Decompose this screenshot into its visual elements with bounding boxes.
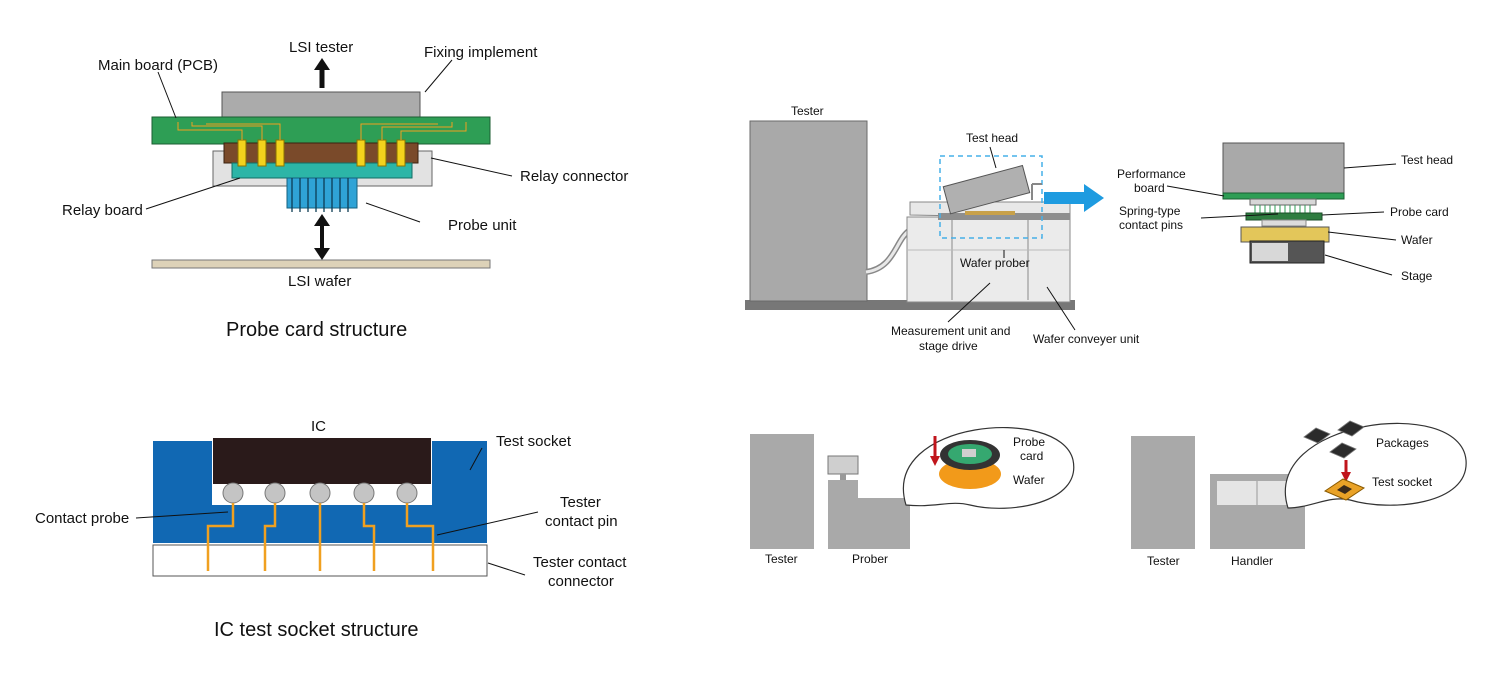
wafer-prober-label: Wafer prober (960, 256, 1030, 270)
spring-pins-label-2: contact pins (1119, 218, 1183, 232)
test-head-label: Test head (966, 131, 1018, 145)
tester-contact-connector-label-2: connector (548, 573, 614, 590)
prober-label: Prober (852, 552, 888, 566)
wafer-prober-body (906, 216, 1071, 303)
packages-label: Packages (1376, 436, 1429, 450)
prober-machine (828, 480, 910, 549)
relay-board-label: Relay board (62, 202, 143, 219)
probe-needles (291, 178, 349, 212)
tester-cabinet (749, 120, 868, 302)
detail-focus-box (939, 155, 1043, 239)
probe-card-structure: LSI tester Fixing implement Main board (… (62, 39, 628, 341)
stage-label: Stage (1401, 269, 1433, 283)
handler-label: Handler (1231, 554, 1273, 568)
performance-board-label-1: Performance (1117, 167, 1186, 181)
tester-contact-pin-label-2: contact pin (545, 513, 618, 530)
relay-connector-label: Relay connector (520, 168, 628, 185)
handler-tester (1131, 436, 1195, 549)
contact-probes (222, 482, 418, 504)
measurement-unit-label-1: Measurement unit and (891, 324, 1010, 338)
tester-label: Tester (791, 104, 824, 118)
test-socket-label: Test socket (496, 433, 572, 450)
ic-label: IC (311, 418, 326, 435)
tester-contact-pins (206, 503, 435, 571)
detail-wafer (1240, 226, 1330, 243)
contact-probe-label: Contact probe (35, 510, 129, 527)
tester-contact-pin-label-1: Tester (560, 494, 601, 511)
setup-tester-label: Tester (765, 552, 798, 566)
relay-pins (237, 139, 406, 167)
spring-pins-label-1: Spring-type (1119, 204, 1181, 218)
floor-base (745, 300, 1075, 310)
ic-chip (213, 438, 431, 484)
callout-probe-label-2: card (1020, 449, 1043, 463)
probe-card-caption: Probe card structure (226, 319, 407, 341)
callout-wafer-label: Wafer (1013, 473, 1045, 487)
test-head-detail: Performance board Spring-type contact pi… (1117, 142, 1453, 283)
wafer-prober-system: Tester Test head Wafer prober Measuremen… (745, 104, 1140, 353)
detail-test-head-label: Test head (1401, 153, 1453, 167)
callout-probe-label-1: Probe (1013, 435, 1045, 449)
performance-board-label-2: board (1134, 181, 1165, 195)
relay-connector (223, 142, 419, 164)
probe-unit-label: Probe unit (448, 217, 517, 234)
ic-test-socket-structure: IC Test socket Contact probe Tester cont… (35, 418, 627, 641)
ic-socket-caption: IC test socket structure (214, 619, 419, 641)
tester-contact-connector-label-1: Tester contact (533, 554, 627, 571)
detail-test-head (1222, 142, 1345, 195)
prober-setup: Tester Prober Probe card Wafer (750, 427, 1075, 566)
test-socket-callout-label: Test socket (1372, 475, 1433, 489)
detail-arrow-icon (1044, 184, 1104, 212)
handler-tester-label: Tester (1147, 554, 1180, 568)
packages-icon (1303, 420, 1365, 459)
measurement-unit-label-2: stage drive (919, 339, 978, 353)
probe-card-label: Probe card (1390, 205, 1449, 219)
test-head (942, 164, 1031, 215)
test-socket (153, 441, 487, 543)
lsi-wafer (151, 259, 491, 269)
fixing-implement (221, 91, 421, 119)
monitor-icon (827, 455, 859, 475)
pcb-traces (177, 122, 467, 140)
lsi-wafer-label: LSI wafer (288, 273, 351, 290)
detail-probe-card (1245, 212, 1323, 221)
wafer-conveyer-label: Wafer conveyer unit (1033, 332, 1140, 346)
fixing-implement-label: Fixing implement (424, 44, 538, 61)
main-board-label: Main board (PCB) (98, 57, 218, 74)
up-arrowhead-icon (314, 58, 330, 70)
performance-board (1222, 192, 1345, 200)
probe-unit (286, 177, 358, 209)
setup-tester (750, 434, 814, 549)
handler-setup: Tester Handler Packages Test socket (1131, 420, 1467, 568)
wafer-label: Wafer (1401, 233, 1433, 247)
lsi-tester-label: LSI tester (289, 39, 353, 56)
